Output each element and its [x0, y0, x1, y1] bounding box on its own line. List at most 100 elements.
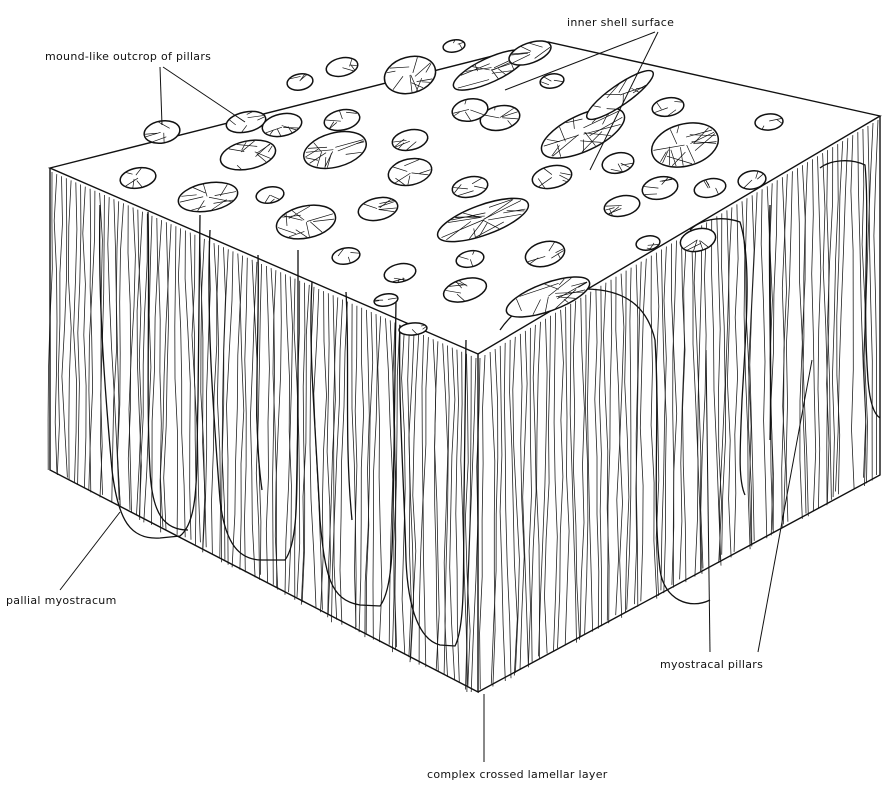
lamellar-fiber — [366, 310, 369, 635]
lamellar-fiber — [545, 316, 551, 654]
lamellar-fiber — [78, 185, 81, 486]
lamellar-fiber — [585, 295, 588, 635]
lamellar-fiber — [185, 231, 191, 540]
myostracal-pillar — [148, 212, 188, 530]
pillar-outcrop — [382, 261, 417, 285]
pillar-outcrop — [300, 125, 371, 174]
lamellar-fiber — [528, 328, 531, 665]
lamellar-fiber — [828, 147, 833, 500]
pillar-outcrop — [523, 237, 568, 271]
outcrop-rim — [386, 155, 434, 190]
left-face-fiber-texture — [48, 172, 476, 692]
pillar-outcrop — [442, 38, 466, 54]
leader-myostracal-pillars-1 — [706, 350, 710, 652]
lamellar-fiber — [340, 302, 347, 625]
outcrop-rim — [523, 237, 568, 271]
pillar-outcrop — [640, 173, 680, 202]
outcrop-rim — [442, 38, 466, 54]
pillar-outcrop — [602, 192, 641, 219]
lamellar-fiber — [217, 245, 220, 557]
pillar-outcrop — [356, 194, 400, 224]
pillar-outcrop — [450, 173, 489, 200]
lamellar-fiber — [275, 272, 281, 589]
lamellar-fiber — [160, 224, 171, 532]
lamellar-fiber — [83, 187, 86, 488]
outcrop-rim — [286, 72, 314, 92]
lamellar-fiber — [734, 204, 738, 552]
lamellar-fiber — [558, 310, 564, 648]
pillar-outcrop — [331, 246, 361, 267]
pillar-outcrop — [433, 189, 533, 250]
lamellar-fiber — [750, 192, 757, 541]
lamellar-fiber — [490, 352, 495, 687]
lamellar-fiber — [355, 306, 357, 630]
lamellar-fiber — [266, 266, 269, 582]
lamellar-fiber — [314, 289, 323, 610]
lamellar-fiber — [245, 258, 248, 573]
outcrop-rim — [324, 55, 359, 79]
myostracal-pillar — [346, 292, 352, 520]
lamellar-fiber — [818, 156, 821, 508]
outcrop-rim — [692, 176, 727, 200]
leader-pallial-myostracum — [60, 512, 120, 590]
outcrop-rim — [218, 135, 279, 174]
pillar-outcrop — [502, 269, 594, 325]
pillar-outcrop — [390, 126, 429, 153]
lamellar-fiber — [672, 241, 677, 585]
pillar-outcrop — [399, 322, 428, 336]
pillar-outcrop — [119, 165, 158, 191]
lamellar-fiber — [510, 340, 518, 676]
pillar-outcrop — [255, 185, 285, 206]
lamellar-fiber — [373, 314, 377, 639]
lamellar-fiber — [588, 292, 593, 632]
leader-mound-outcrop-1 — [160, 67, 162, 125]
lamellar-fiber — [423, 337, 428, 667]
lamellar-fiber — [57, 176, 62, 475]
outcrop-rim — [450, 173, 489, 200]
lamellar-fiber — [227, 251, 234, 564]
lamellar-fiber — [192, 235, 196, 545]
label-pallial-myostracum: pallial myostracum — [6, 594, 117, 607]
lamellar-fiber — [332, 300, 343, 623]
lamellar-fiber — [378, 316, 382, 642]
leader-mound-outcrop-2 — [163, 67, 245, 122]
lamellar-fiber — [862, 129, 867, 483]
lamellar-fiber — [625, 271, 629, 613]
lamellar-fiber — [520, 334, 524, 670]
lamellar-fiber — [74, 182, 77, 482]
lamellar-fiber — [250, 262, 257, 577]
lamellar-fiber — [232, 254, 240, 568]
lamellar-fiber — [129, 208, 135, 513]
outcrop-rim — [441, 274, 489, 307]
lamellar-fiber — [513, 337, 520, 673]
pillar-outcrop — [530, 162, 574, 192]
lamellar-fiber — [651, 256, 657, 599]
lamellar-fiber — [480, 355, 485, 689]
outcrop-rim — [382, 261, 417, 285]
outcrop-rim — [647, 116, 724, 174]
pillar-outcrop — [386, 155, 434, 190]
lamellar-fiber — [595, 289, 599, 629]
pillar-outcrop — [322, 106, 361, 133]
pillar-outcrop — [441, 274, 489, 307]
outcrop-rim — [273, 200, 338, 244]
pillar-outcrop — [651, 95, 686, 118]
lamellar-fiber — [671, 244, 676, 588]
outcrop-rim — [356, 194, 400, 224]
outcrop-rim — [600, 150, 635, 176]
pillar-outcrop — [260, 110, 304, 140]
right-face-fiber-texture — [471, 120, 878, 692]
lamellar-fiber — [523, 331, 529, 667]
outcrop-rim — [539, 72, 565, 90]
lamellar-fiber — [599, 286, 601, 626]
pillar-outcrop — [539, 72, 565, 90]
outcrop-rim — [255, 185, 285, 206]
myostracal-pillar — [500, 289, 710, 604]
outcrop-rim — [390, 126, 429, 153]
outcrop-rim — [455, 248, 486, 269]
pillar-outcrop — [647, 116, 724, 174]
lamellar-fiber — [812, 159, 816, 511]
pillar-outcrop — [380, 51, 440, 99]
lamellar-fiber — [851, 135, 854, 489]
